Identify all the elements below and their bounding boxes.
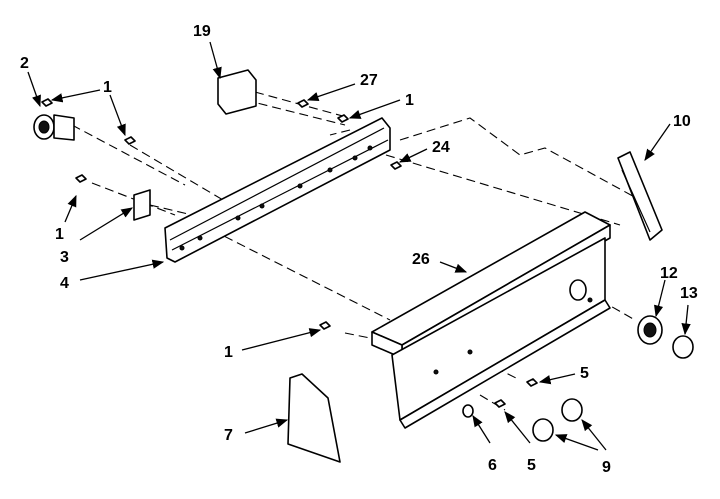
part-26-console-panel — [371, 211, 611, 429]
callout-13: 13 — [680, 285, 698, 302]
callout-26: 26 — [412, 251, 430, 268]
callout-5: 5 — [580, 365, 589, 382]
callout-7: 7 — [224, 427, 233, 444]
callout-5: 5 — [527, 457, 536, 474]
callout-6: 6 — [488, 457, 497, 474]
callout-1: 1 — [55, 226, 64, 243]
callout-1: 1 — [224, 344, 233, 361]
callout-3: 3 — [60, 249, 69, 266]
screws — [41, 98, 538, 408]
callout-12: 12 — [660, 265, 678, 282]
callout-1: 1 — [103, 79, 112, 96]
callout-24: 24 — [432, 139, 450, 156]
knobs — [462, 315, 694, 442]
callout-labels: 2 1 19 27 1 24 10 1 3 4 26 12 13 1 5 7 6… — [20, 23, 698, 476]
part-19-bracket — [217, 69, 257, 115]
part-7-pad — [287, 373, 341, 463]
part-3-clip — [133, 189, 151, 221]
leader-lines — [27, 41, 691, 451]
callout-19: 19 — [193, 23, 211, 40]
part-2-switch — [33, 114, 75, 141]
part-4-rail — [164, 117, 391, 263]
callout-9: 9 — [602, 459, 611, 476]
callout-27: 27 — [360, 72, 378, 89]
part-10-end-cap — [617, 151, 663, 241]
callout-2: 2 — [20, 55, 29, 72]
callout-10: 10 — [673, 113, 691, 130]
callout-4: 4 — [60, 275, 69, 292]
callout-1: 1 — [405, 92, 414, 109]
